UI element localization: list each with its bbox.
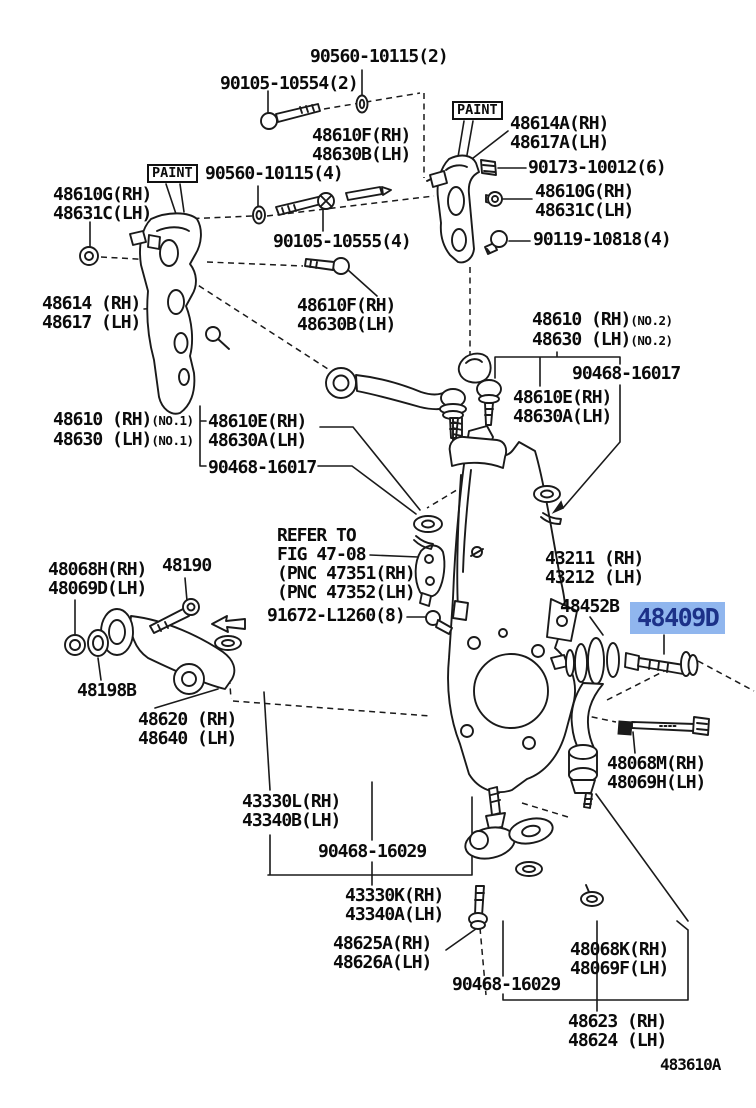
bolt-90119-art — [484, 230, 508, 255]
nut-48610g-left-art — [79, 246, 99, 266]
refer-fig-bracket-art — [414, 544, 446, 607]
bracket-48614a-art — [426, 154, 480, 264]
steering-knuckle-art — [447, 417, 578, 794]
nut-48610g-right-art — [485, 191, 503, 207]
part-label-48198b[interactable]: 48198B — [77, 680, 137, 701]
bolt-91672-art — [425, 610, 453, 635]
part-label-48614a-48617a[interactable]: 48614A(RH)48617A(LH) — [510, 113, 609, 153]
bolt-48625a-art — [468, 885, 488, 930]
part-label-90560-10115-4[interactable]: 90560-10115(4) — [205, 163, 344, 184]
lower-ball-joint-art — [464, 786, 604, 907]
part-label-48610-48630-no2[interactable]: 48610 (RH)(NO.2)48630 (LH)(NO.2) — [532, 309, 673, 350]
part-label-48068m-48069h[interactable]: 48068M(RH)48069H(LH) — [607, 753, 706, 793]
part-label-90105-10554-2[interactable]: 90105-10554(2) — [220, 73, 359, 94]
part-label-91672-l1260-8[interactable]: 91672-L1260(8) — [267, 605, 406, 626]
part-label-90119-10818-4[interactable]: 90119-10818(4) — [533, 229, 672, 250]
part-label-90468-16029-lower[interactable]: 90468-16029 — [452, 974, 561, 995]
part-label-48610f-48630b-upper[interactable]: 48610F(RH)48630B(LH) — [312, 125, 411, 165]
stabilizer-link-art — [550, 637, 620, 809]
part-label-90468-16029-upper[interactable]: 90468-16029 — [318, 841, 427, 862]
upper-control-arm-art — [325, 352, 502, 439]
grommet-90468-16017-right-art — [533, 485, 562, 525]
part-label-48068h-48069d[interactable]: 48068H(RH)48069D(LH) — [48, 559, 147, 599]
bolt-90105-10554-art — [260, 94, 369, 130]
washer-48198b-art — [87, 629, 109, 657]
part-label-48610g-48631c-right[interactable]: 48610G(RH)48631C(LH) — [535, 181, 634, 221]
lower-control-arm-art — [100, 608, 246, 695]
part-label-48610-48630-no1[interactable]: 48610 (RH)(NO.1)48630 (LH)(NO.1) — [53, 409, 194, 450]
part-label-90468-16017-right[interactable]: 90468-16017 — [572, 363, 681, 384]
part-label-43211-43212[interactable]: 43211 (RH)43212 (LH) — [545, 548, 644, 588]
nut-48068h-art — [64, 634, 86, 656]
bolt-48610f-art — [304, 257, 350, 275]
part-label-fig-code: 483610A — [660, 1055, 721, 1074]
part-label-48452b[interactable]: 48452B — [560, 596, 620, 617]
part-label-48614-48617[interactable]: 48614 (RH)48617 (LH) — [42, 293, 141, 333]
part-label-48068k-48069f[interactable]: 48068K(RH)48069F(LH) — [570, 939, 669, 979]
part-label-48620-48640[interactable]: 48620 (RH)48640 (LH) — [138, 709, 237, 749]
part-label-43330l-43340b[interactable]: 43330L(RH)43340B(LH) — [242, 791, 341, 831]
part-label-paint-left: PAINT — [147, 164, 198, 183]
bolt-48068m-art — [617, 716, 710, 736]
part-label-paint-right: PAINT — [452, 101, 503, 120]
part-label-48625a-48626a[interactable]: 48625A(RH)48626A(LH) — [333, 933, 432, 973]
part-label-90560-10115-2[interactable]: 90560-10115(2) — [310, 46, 449, 67]
part-label-48409d[interactable]: 48409D — [630, 602, 726, 634]
grommet-90468-16017-left-art — [413, 515, 443, 550]
part-label-48190[interactable]: 48190 — [162, 555, 212, 576]
part-label-48610f-48630b-lower[interactable]: 48610F(RH)48630B(LH) — [297, 295, 396, 335]
washer-90560-art — [252, 205, 266, 225]
part-label-48610e-48630a-right[interactable]: 48610E(RH)48630A(LH) — [513, 387, 612, 427]
part-label-90173-10012-6[interactable]: 90173-10012(6) — [528, 157, 667, 178]
bracket-48614-art — [129, 212, 230, 415]
part-label-48610e-48630a-left[interactable]: 48610E(RH)48630A(LH) — [208, 411, 307, 451]
part-label-43330k-43340a[interactable]: 43330K(RH)43340A(LH) — [345, 885, 444, 925]
part-label-48623-48624[interactable]: 48623 (RH)48624 (LH) — [568, 1011, 667, 1051]
part-label-48610g-48631c-left[interactable]: 48610G(RH)48631C(LH) — [53, 184, 152, 224]
nut-90173-art — [480, 159, 497, 176]
bolt-48190-art — [149, 598, 200, 634]
bolt-90105-10555-art — [275, 186, 392, 216]
part-label-90105-10555-4[interactable]: 90105-10555(4) — [273, 231, 412, 252]
bolt-48409d-art — [624, 651, 699, 677]
part-label-90468-16017-left[interactable]: 90468-16017 — [208, 457, 317, 478]
